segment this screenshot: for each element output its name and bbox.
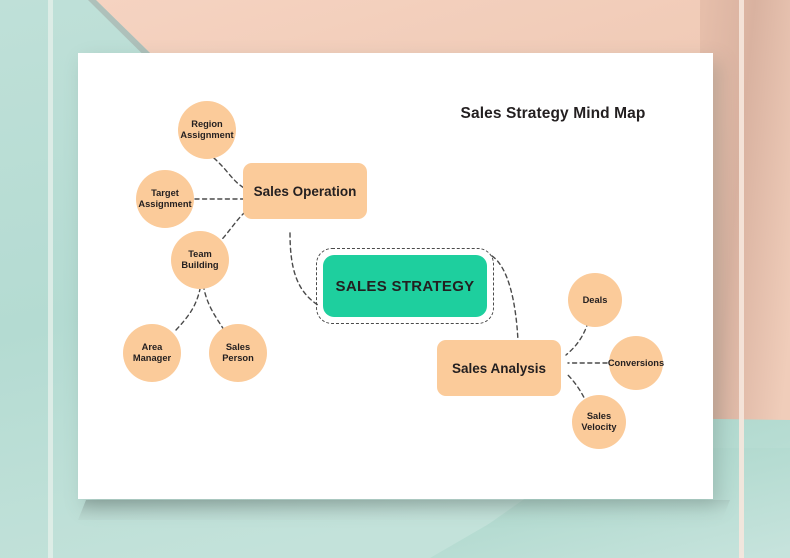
edge-sales-operation-center: [289, 232, 319, 306]
node-area-manager-line1: Area: [141, 342, 163, 353]
node-team-building-line1: Team: [188, 249, 212, 260]
node-sales-person-line2: Person: [222, 353, 254, 363]
edge-region-assignment: [207, 152, 245, 189]
node-team-building-line2: Building: [181, 260, 219, 270]
node-sales-velocity-line2: Velocity: [581, 422, 617, 432]
node-deals-label: Deals: [582, 294, 608, 305]
node-sales-velocity-line1: Sales: [586, 411, 612, 422]
node-region-assignment-line1: Region: [191, 119, 223, 130]
node-area-manager-line2: Manager: [132, 353, 172, 363]
edge-area-manager: [175, 288, 201, 331]
center-node-outline: [316, 248, 494, 324]
node-conversions[interactable]: Conversions: [607, 336, 665, 390]
node-sales-operation[interactable]: Sales Operation: [243, 163, 367, 219]
node-sales-person[interactable]: Sales Person: [209, 324, 267, 382]
node-sales-person-line1: Sales: [225, 342, 251, 353]
edge-team-building: [211, 212, 245, 250]
node-sales-operation-label: Sales Operation: [253, 183, 357, 199]
slide-card: Sales Strategy Mind Map: [78, 53, 713, 499]
node-conversions-label: Conversions: [607, 357, 665, 368]
node-target-assignment-line1: Target: [151, 188, 179, 199]
node-target-assignment[interactable]: Target Assignment: [136, 170, 194, 228]
node-sales-velocity[interactable]: Sales Velocity: [572, 395, 626, 449]
node-area-manager[interactable]: Area Manager: [123, 324, 181, 382]
node-sales-analysis[interactable]: Sales Analysis: [437, 340, 561, 396]
node-sales-strategy-label: SALES STRATEGY: [335, 277, 475, 295]
node-deals[interactable]: Deals: [568, 273, 622, 327]
page-title: Sales Strategy Mind Map: [460, 105, 646, 122]
node-region-assignment[interactable]: Region Assignment: [178, 101, 236, 159]
node-team-building[interactable]: Team Building: [171, 231, 229, 289]
node-sales-strategy[interactable]: SALES STRATEGY: [323, 255, 487, 317]
edge-center-sales-analysis: [491, 255, 519, 342]
node-sales-analysis-label: Sales Analysis: [451, 360, 547, 376]
node-target-assignment-line2: Assignment: [138, 199, 192, 209]
node-region-assignment-line2: Assignment: [180, 130, 234, 140]
edge-sales-person: [203, 288, 225, 331]
connector-lines: [175, 152, 608, 412]
